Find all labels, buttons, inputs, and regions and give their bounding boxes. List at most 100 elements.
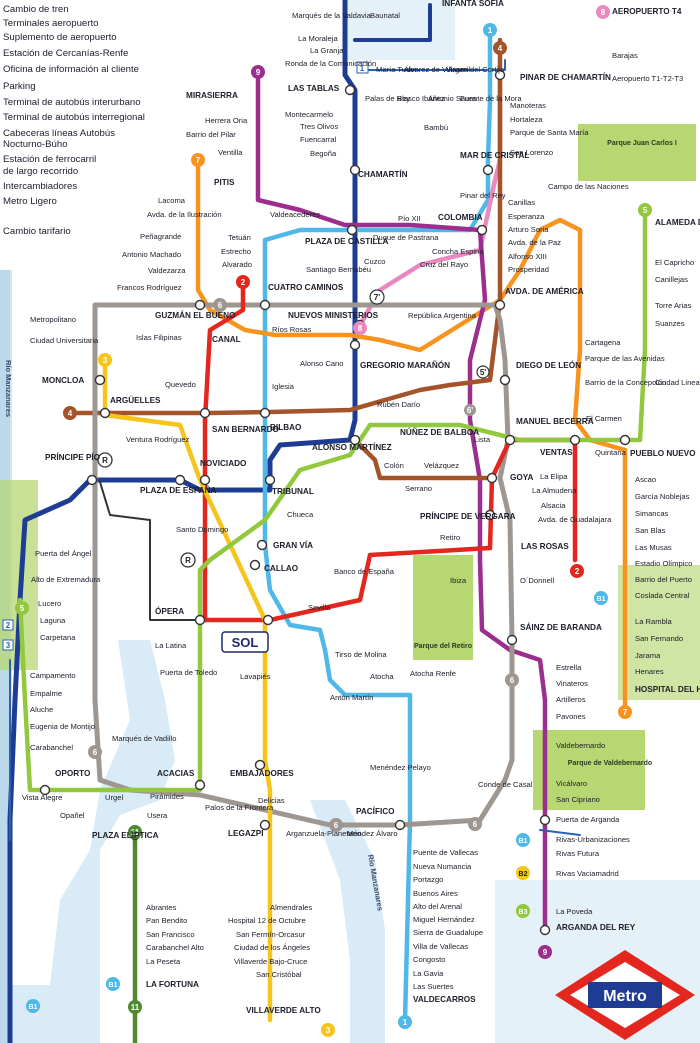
station-label-ciudad-lineal[interactable]: Ciudad Lineal [655,378,700,387]
badge-line-r-opera[interactable]: R [180,552,196,568]
station-label-avda-paz[interactable]: Avda. de la Paz [508,238,561,247]
station-label-hospital-12[interactable]: Hospital 12 de Octubre [228,916,306,925]
station-label-gran-via[interactable]: GRAN VÍA [273,540,313,550]
station-label-ciudad-universitaria[interactable]: Ciudad Universitaria [30,336,99,345]
station-label-valdezarza[interactable]: Valdezarza [148,266,186,275]
badge-line-6-pacifico[interactable]: 6 [468,817,482,831]
interchange-puerta-arganda[interactable] [539,814,551,826]
station-label-puerta-angel[interactable]: Puerta del Ángel [35,549,91,558]
interchange-embajadores[interactable] [254,759,266,771]
station-label-eugenia-montijo[interactable]: Eugenia de Montijo [30,722,95,731]
station-label-rios-rosas[interactable]: Ríos Rosas [272,325,311,334]
station-label-opera[interactable]: ÓPERA [155,605,184,616]
badge-line-9-north[interactable]: 9 [251,65,265,79]
sol-box[interactable]: SOL [221,631,269,653]
station-label-retiro[interactable]: Retiro [440,533,460,542]
station-label-callao[interactable]: CALLAO [264,564,299,573]
station-label-banco-espana[interactable]: Banco de España [334,567,395,576]
station-label-quevedo[interactable]: Quevedo [165,380,196,389]
station-label-serrano[interactable]: Serrano [405,484,432,493]
station-label-valdebernardo[interactable]: Valdebernardo [556,741,605,750]
station-label-carabanchel-alto[interactable]: Carabanchel Alto [146,943,204,952]
interchange-bilbao[interactable] [259,407,271,419]
interchange-avda-america[interactable] [494,299,506,311]
station-label-lacoma[interactable]: Lacoma [158,196,186,205]
station-label-embajadores[interactable]: EMBAJADORES [230,769,294,778]
station-label-principe-vergara[interactable]: PRÍNCIPE DE VERGARA [420,511,516,521]
station-label-san-fermin[interactable]: San Fermín-Orcasur [236,930,306,939]
station-label-iglesia[interactable]: Iglesia [272,382,295,391]
station-label-nueva-numancia[interactable]: Nueva Numancia [413,862,472,871]
station-label-la-almudena[interactable]: La Almudena [532,486,577,495]
station-label-el-capricho[interactable]: El Capricho [655,258,694,267]
badge-line-6-legazpi[interactable]: 6 [329,818,343,832]
interchange-arganda-rey[interactable] [539,924,551,936]
station-label-villaverde-alto[interactable]: VILLAVERDE ALTO [246,1006,321,1015]
badge-line-4-north[interactable]: 4 [493,41,507,55]
station-label-sevilla[interactable]: Sevilla [308,603,331,612]
station-label-colon[interactable]: Colón [384,461,404,470]
interchange-las-tablas[interactable] [344,84,356,96]
station-label-ascao[interactable]: Ascao [635,475,656,484]
station-label-barrio-pilar[interactable]: Barrio del Pilar [186,130,236,139]
station-label-canal[interactable]: CANAL [212,335,241,344]
station-label-duque-pastrana[interactable]: Duque de Pastrana [373,233,439,242]
station-label-vinateros[interactable]: Vinateros [556,679,588,688]
badge-b1-southwest[interactable]: B1 [26,999,40,1013]
station-label-la-poveda[interactable]: La Poveda [556,907,593,916]
station-label-abrantes[interactable]: Abrantes [146,903,177,912]
station-label-alto-extremadura[interactable]: Alto de Extremadura [31,575,101,584]
station-label-aluche[interactable]: Aluche [30,705,53,714]
station-label-cartagena[interactable]: Cartagena [585,338,621,347]
station-label-san-lorenzo[interactable]: San Lorenzo [510,148,553,157]
station-label-metropolitano[interactable]: Metropolitano [30,315,76,324]
station-label-la-latina[interactable]: La Latina [155,641,187,650]
station-label-jarama[interactable]: Jarama [635,651,661,660]
interchange-san-bernardo[interactable] [199,407,211,419]
station-label-buenos-aires[interactable]: Buenos Aires [413,889,458,898]
station-label-hortaleza[interactable]: Hortaleza [510,115,543,124]
station-label-marques-valdavia[interactable]: Marqués de la Valdavia [292,11,372,20]
badge-line-2-east[interactable]: 2 [570,564,584,578]
station-label-diego-leon[interactable]: DIEGO DE LEÓN [516,359,581,370]
badge-line-11-south[interactable]: 11 [128,1000,142,1014]
station-label-ruben-dario[interactable]: Rubén Darío [377,400,420,409]
station-label-conde-casal[interactable]: Conde de Casal [478,780,533,789]
station-label-atocha-renfe[interactable]: Atocha Renfe [410,669,456,678]
station-label-piramides[interactable]: Pirámides [150,792,184,801]
interchange-alonso-martinez[interactable] [349,434,361,446]
station-label-marques-vadillo[interactable]: Marqués de Vadillo [112,734,176,743]
interchange-gregorio-maranon[interactable] [349,339,361,351]
station-label-marta-tudor[interactable]: María Tudor [376,65,417,74]
station-label-cuzco[interactable]: Cuzco [364,257,386,266]
station-label-canillas[interactable]: Canillas [508,198,535,207]
interchange-oporto[interactable] [39,784,51,796]
station-label-barrio-puerto[interactable]: Barrio del Puerto [635,575,692,584]
badge-line-3-south[interactable]: 3 [321,1023,335,1037]
station-label-gregorio-maranon[interactable]: GREGORIO MARAÑÓN [360,359,450,370]
station-label-suanzes[interactable]: Suanzes [655,319,685,328]
interchange-callao[interactable] [249,559,261,571]
station-label-artilleros[interactable]: Artilleros [556,695,586,704]
station-label-noviciado[interactable]: NOVICIADO [200,459,247,468]
interchange-legazpi[interactable] [259,819,271,831]
interchange-sainz-baranda[interactable] [506,634,518,646]
station-label-ciudad-angeles[interactable]: Ciudad de los Ángeles [234,943,310,952]
station-label-lista[interactable]: Lista [474,435,491,444]
station-label-garcia-noblejas[interactable]: García Noblejas [635,492,690,501]
station-label-alonso-cano[interactable]: Alonso Cano [300,359,343,368]
station-label-manuel-becerra[interactable]: MANUEL BECERRA [516,417,594,426]
station-label-fuencarral[interactable]: Fuencarral [300,135,337,144]
station-label-la-moraleja[interactable]: La Moraleja [298,34,338,43]
station-label-menendez-pelayo[interactable]: Menéndez Pelayo [370,763,431,772]
station-label-lavapies[interactable]: Lavapiés [240,672,271,681]
station-label-tirso-molina[interactable]: Tirso de Molina [335,650,387,659]
station-label-anton-martin[interactable]: Antón Martín [330,693,373,702]
station-label-mirasierra[interactable]: MIRASIERRA [186,91,238,100]
badge-line-2-north[interactable]: 2 [236,275,250,289]
station-label-san-blas[interactable]: San Blas [635,526,666,535]
interchange-colombia[interactable] [476,224,488,236]
station-label-bilbao[interactable]: BILBAO [270,423,302,432]
station-label-pueblo-nuevo[interactable]: PUEBLO NUEVO [630,449,696,458]
station-label-manoteras[interactable]: Manoteras [510,101,546,110]
